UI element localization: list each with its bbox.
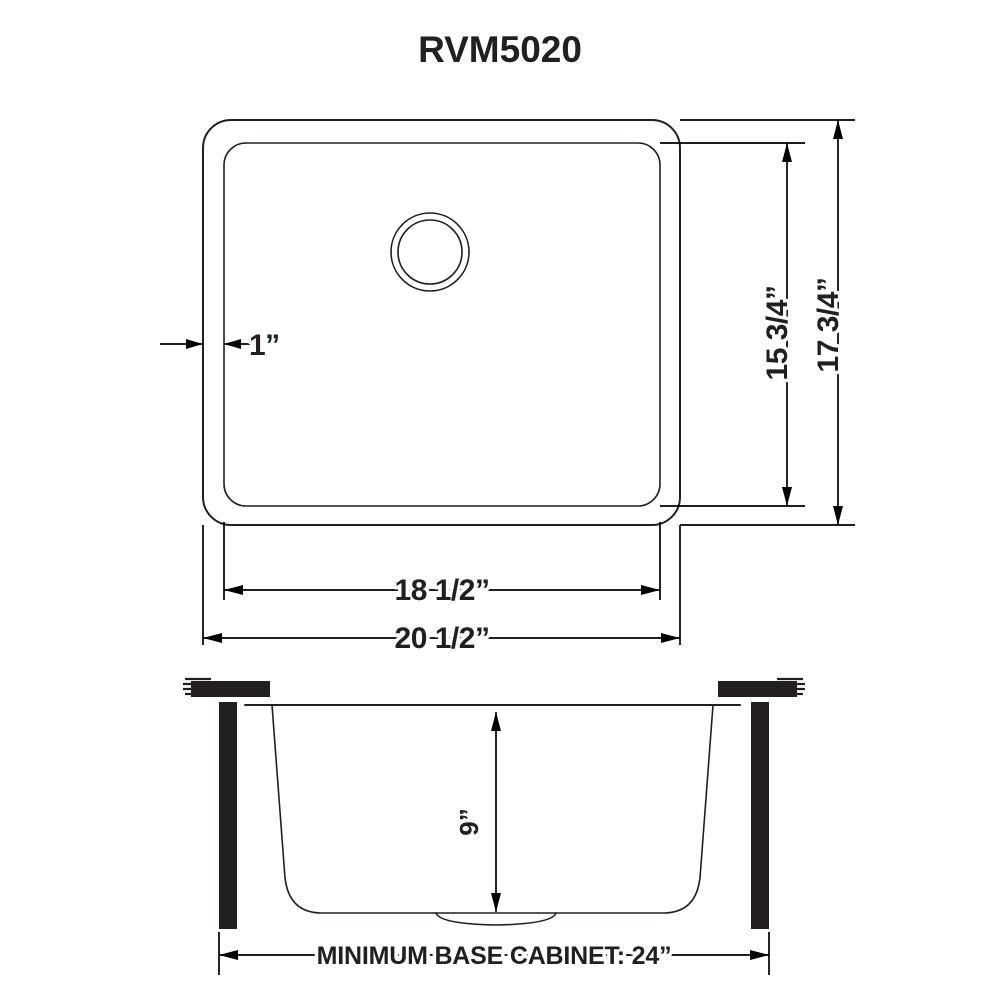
cabinet-walls — [183, 677, 805, 929]
section-sink-profile — [244, 704, 741, 926]
dimension-label-rim-width: 1” — [249, 329, 280, 362]
dimension-label-inner-width: 18 1/2” — [395, 574, 490, 607]
dimension-inner-width: 18 1/2” — [224, 571, 660, 611]
sink-inner-basin — [223, 142, 661, 507]
dimension-label-inner-height: 15 3/4” — [761, 286, 794, 381]
drain-inner-circle — [397, 219, 463, 285]
dimension-outer-width: 20 1/2” — [203, 619, 680, 659]
sink-outer-rim — [202, 119, 681, 526]
section-drain-recess — [435, 912, 557, 926]
right-hatch-marks — [777, 677, 805, 696]
dimension-bowl-depth: 9” — [451, 712, 501, 912]
dimension-minimum-base-cabinet: MINIMUM BASE CABINET: 24” — [218, 932, 770, 975]
top-view-extension-lines — [202, 119, 855, 645]
left-hatch-marks — [183, 677, 211, 696]
drain-outer-circle — [390, 212, 470, 292]
dimension-rim-width: 1” — [160, 326, 284, 366]
page-title: RVM5020 — [418, 29, 582, 70]
dimension-label-outer-height: 17 3/4” — [812, 278, 845, 373]
dimension-label-minimum-base-cabinet: MINIMUM BASE CABINET: 24” — [317, 942, 672, 970]
dimension-outer-height: 17 3/4” — [809, 120, 849, 525]
left-cabinet-wall — [219, 702, 237, 929]
dimension-label-bowl-depth: 9” — [454, 808, 484, 835]
dimension-inner-height: 15 3/4” — [758, 143, 798, 506]
right-cabinet-wall — [751, 702, 769, 929]
section-bowl-outline — [271, 704, 714, 914]
top-view-sink — [202, 119, 681, 526]
dimension-label-outer-width: 20 1/2” — [395, 622, 490, 655]
